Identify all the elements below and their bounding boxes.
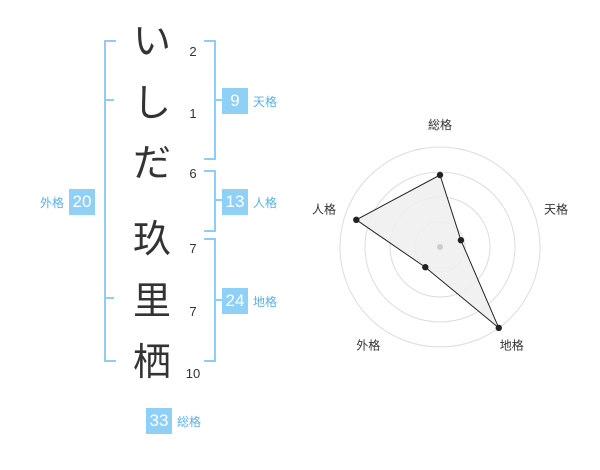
stroke-count-1: 2 xyxy=(189,44,197,59)
radar-axis-label-2: 天格 xyxy=(544,201,568,216)
stroke-count-6: 10 xyxy=(185,366,201,381)
gaikaku-bracket-tick xyxy=(104,99,114,101)
gaikaku-bracket-tick xyxy=(104,297,114,299)
radar-points xyxy=(353,171,502,332)
gaikaku-score: 外格 20 xyxy=(40,189,96,215)
soukaku-score: 33 総格 xyxy=(146,408,201,434)
jinkaku-score: 13 人格 xyxy=(222,189,277,215)
jinkaku-label: 人格 xyxy=(253,195,278,210)
radar-axis-label-5: 人格 xyxy=(312,201,336,216)
soukaku-value: 33 xyxy=(146,408,172,434)
stroke-count-2: 1 xyxy=(189,106,197,121)
radar-point-4 xyxy=(422,264,429,271)
soukaku-label: 総格 xyxy=(177,414,202,429)
tenkaku-bracket-tick xyxy=(214,99,222,101)
radar-data-polygon xyxy=(355,174,500,329)
stroke-count-5: 7 xyxy=(189,304,197,319)
jinkaku-value: 13 xyxy=(222,189,248,215)
name-char-6: 栖 xyxy=(132,340,171,384)
tenkaku-value: 9 xyxy=(222,88,248,114)
chikaku-bracket-tick xyxy=(214,299,222,301)
gaikaku-bracket xyxy=(104,40,116,362)
name-char-1: い xyxy=(132,19,171,63)
name-char-5: 里 xyxy=(132,279,171,323)
radar-ring xyxy=(339,146,541,348)
radar-point-1 xyxy=(436,171,444,179)
gaikaku-value: 20 xyxy=(69,189,96,215)
chikaku-label: 地格 xyxy=(253,294,278,309)
radar-point-3 xyxy=(495,324,502,332)
radar-axis-label-4: 外格 xyxy=(356,338,380,353)
chikaku-value: 24 xyxy=(222,288,248,314)
radar-center-dot xyxy=(437,244,443,250)
radar-axis-label-1: 総格 xyxy=(428,117,452,132)
radar-axis-label-3: 地格 xyxy=(500,338,524,353)
gaikaku-label: 外格 xyxy=(40,195,65,210)
tenkaku-label: 天格 xyxy=(253,94,278,109)
name-char-3: だ xyxy=(132,141,171,185)
radar-point-2 xyxy=(457,237,465,244)
jinkaku-bracket xyxy=(204,170,216,232)
jinkaku-bracket-tick xyxy=(214,199,222,201)
name-char-4: 玖 xyxy=(132,217,171,261)
name-char-2: し xyxy=(132,81,171,125)
stroke-count-4: 7 xyxy=(189,241,197,256)
stroke-count-3: 6 xyxy=(189,166,197,181)
radar-point-5 xyxy=(353,216,360,224)
chikaku-score: 24 地格 xyxy=(222,288,277,314)
tenkaku-score: 9 天格 xyxy=(222,88,277,114)
